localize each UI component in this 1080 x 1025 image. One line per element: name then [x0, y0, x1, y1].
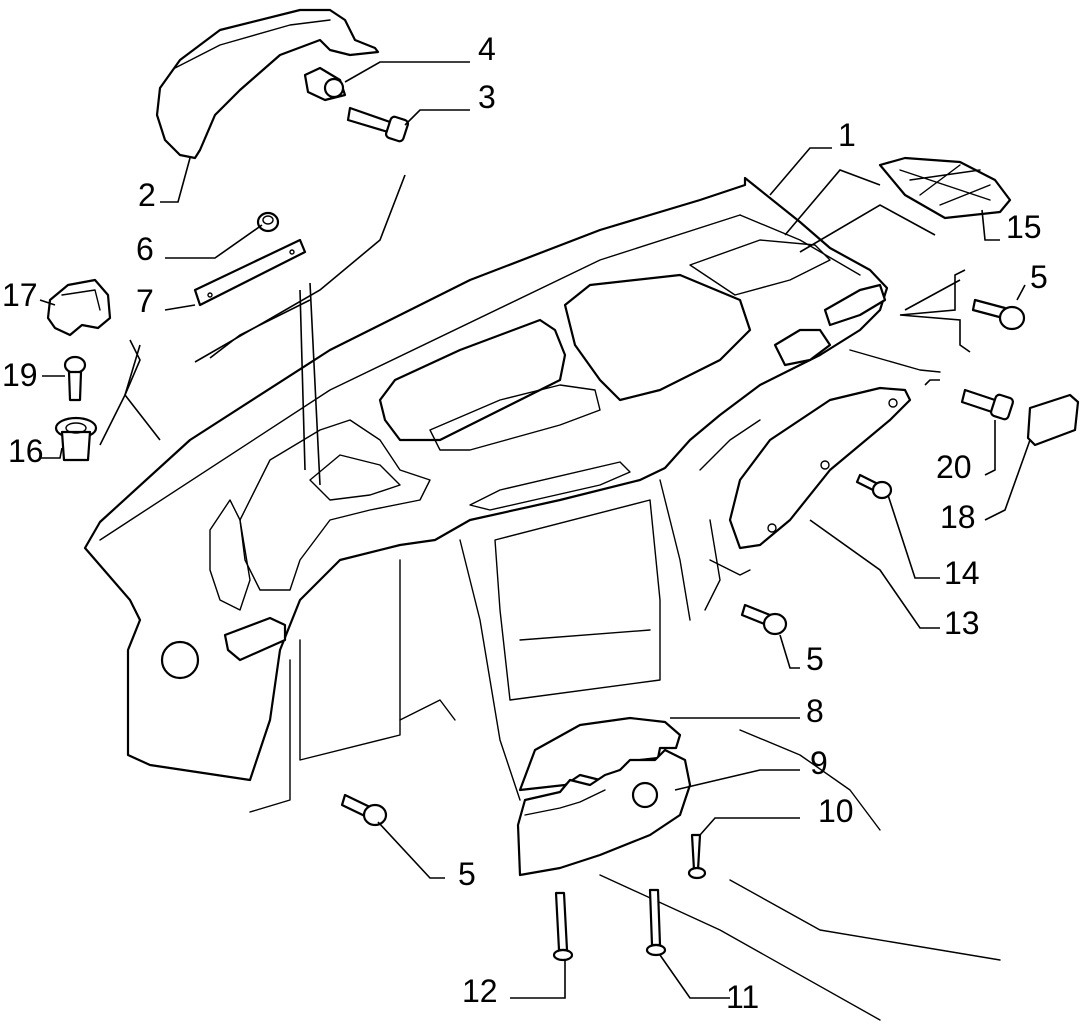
callout-2: 2 [138, 177, 156, 213]
part-10-screw [687, 833, 707, 880]
callout-4: 4 [478, 31, 496, 67]
callout-6: 6 [136, 231, 154, 267]
part-5-screw-top-right [971, 298, 1026, 331]
callout-16: 16 [8, 433, 44, 469]
part-15-vent-grille [878, 156, 1012, 220]
part-16-grommet [54, 416, 98, 462]
part-14-screw [855, 473, 893, 500]
callout-10: 10 [818, 793, 854, 829]
callout-5-top-right: 5 [1030, 259, 1048, 295]
part-17-clip [46, 278, 112, 337]
part-6-nut [256, 211, 280, 233]
dashboard-body [83, 176, 1001, 1021]
callout-9: 9 [810, 745, 828, 781]
part-3-screw [346, 106, 410, 143]
callout-15: 15 [1006, 209, 1042, 245]
part-5-screw-mid-right [740, 603, 788, 636]
part-9-lower-cover [516, 748, 692, 877]
callout-17: 17 [2, 277, 38, 313]
callout-11: 11 [726, 979, 759, 1015]
part-12-screw [552, 891, 574, 962]
callout-7: 7 [136, 283, 154, 319]
part-19-screw [63, 355, 87, 402]
part-11-screw [645, 888, 667, 957]
part-8-upper-cover [518, 716, 682, 792]
callout-13: 13 [944, 605, 980, 641]
part-4-clip [303, 66, 347, 102]
callout-18: 18 [940, 499, 976, 535]
callout-8: 8 [806, 693, 824, 729]
callout-5-bottom-left: 5 [458, 856, 476, 892]
callout-5-mid-right: 5 [806, 641, 824, 677]
callout-3: 3 [478, 79, 496, 115]
part-7-strip [193, 238, 307, 307]
part-2-shroud [155, 8, 380, 160]
part-13-side-panel [728, 386, 912, 550]
callout-20: 20 [936, 449, 972, 485]
leader-lines [39, 61, 1031, 999]
callout-12: 12 [462, 973, 498, 1009]
part-18-cap [1026, 393, 1080, 447]
callout-19: 19 [2, 357, 38, 393]
callout-labels: 1 2 3 4 5 5 5 6 7 8 9 10 11 12 13 14 15 … [2, 31, 1048, 1015]
callout-1: 1 [838, 117, 856, 153]
callout-14: 14 [944, 555, 980, 591]
part-5-screw-bottom-left [340, 793, 388, 827]
part-20-bolt [960, 388, 1015, 421]
